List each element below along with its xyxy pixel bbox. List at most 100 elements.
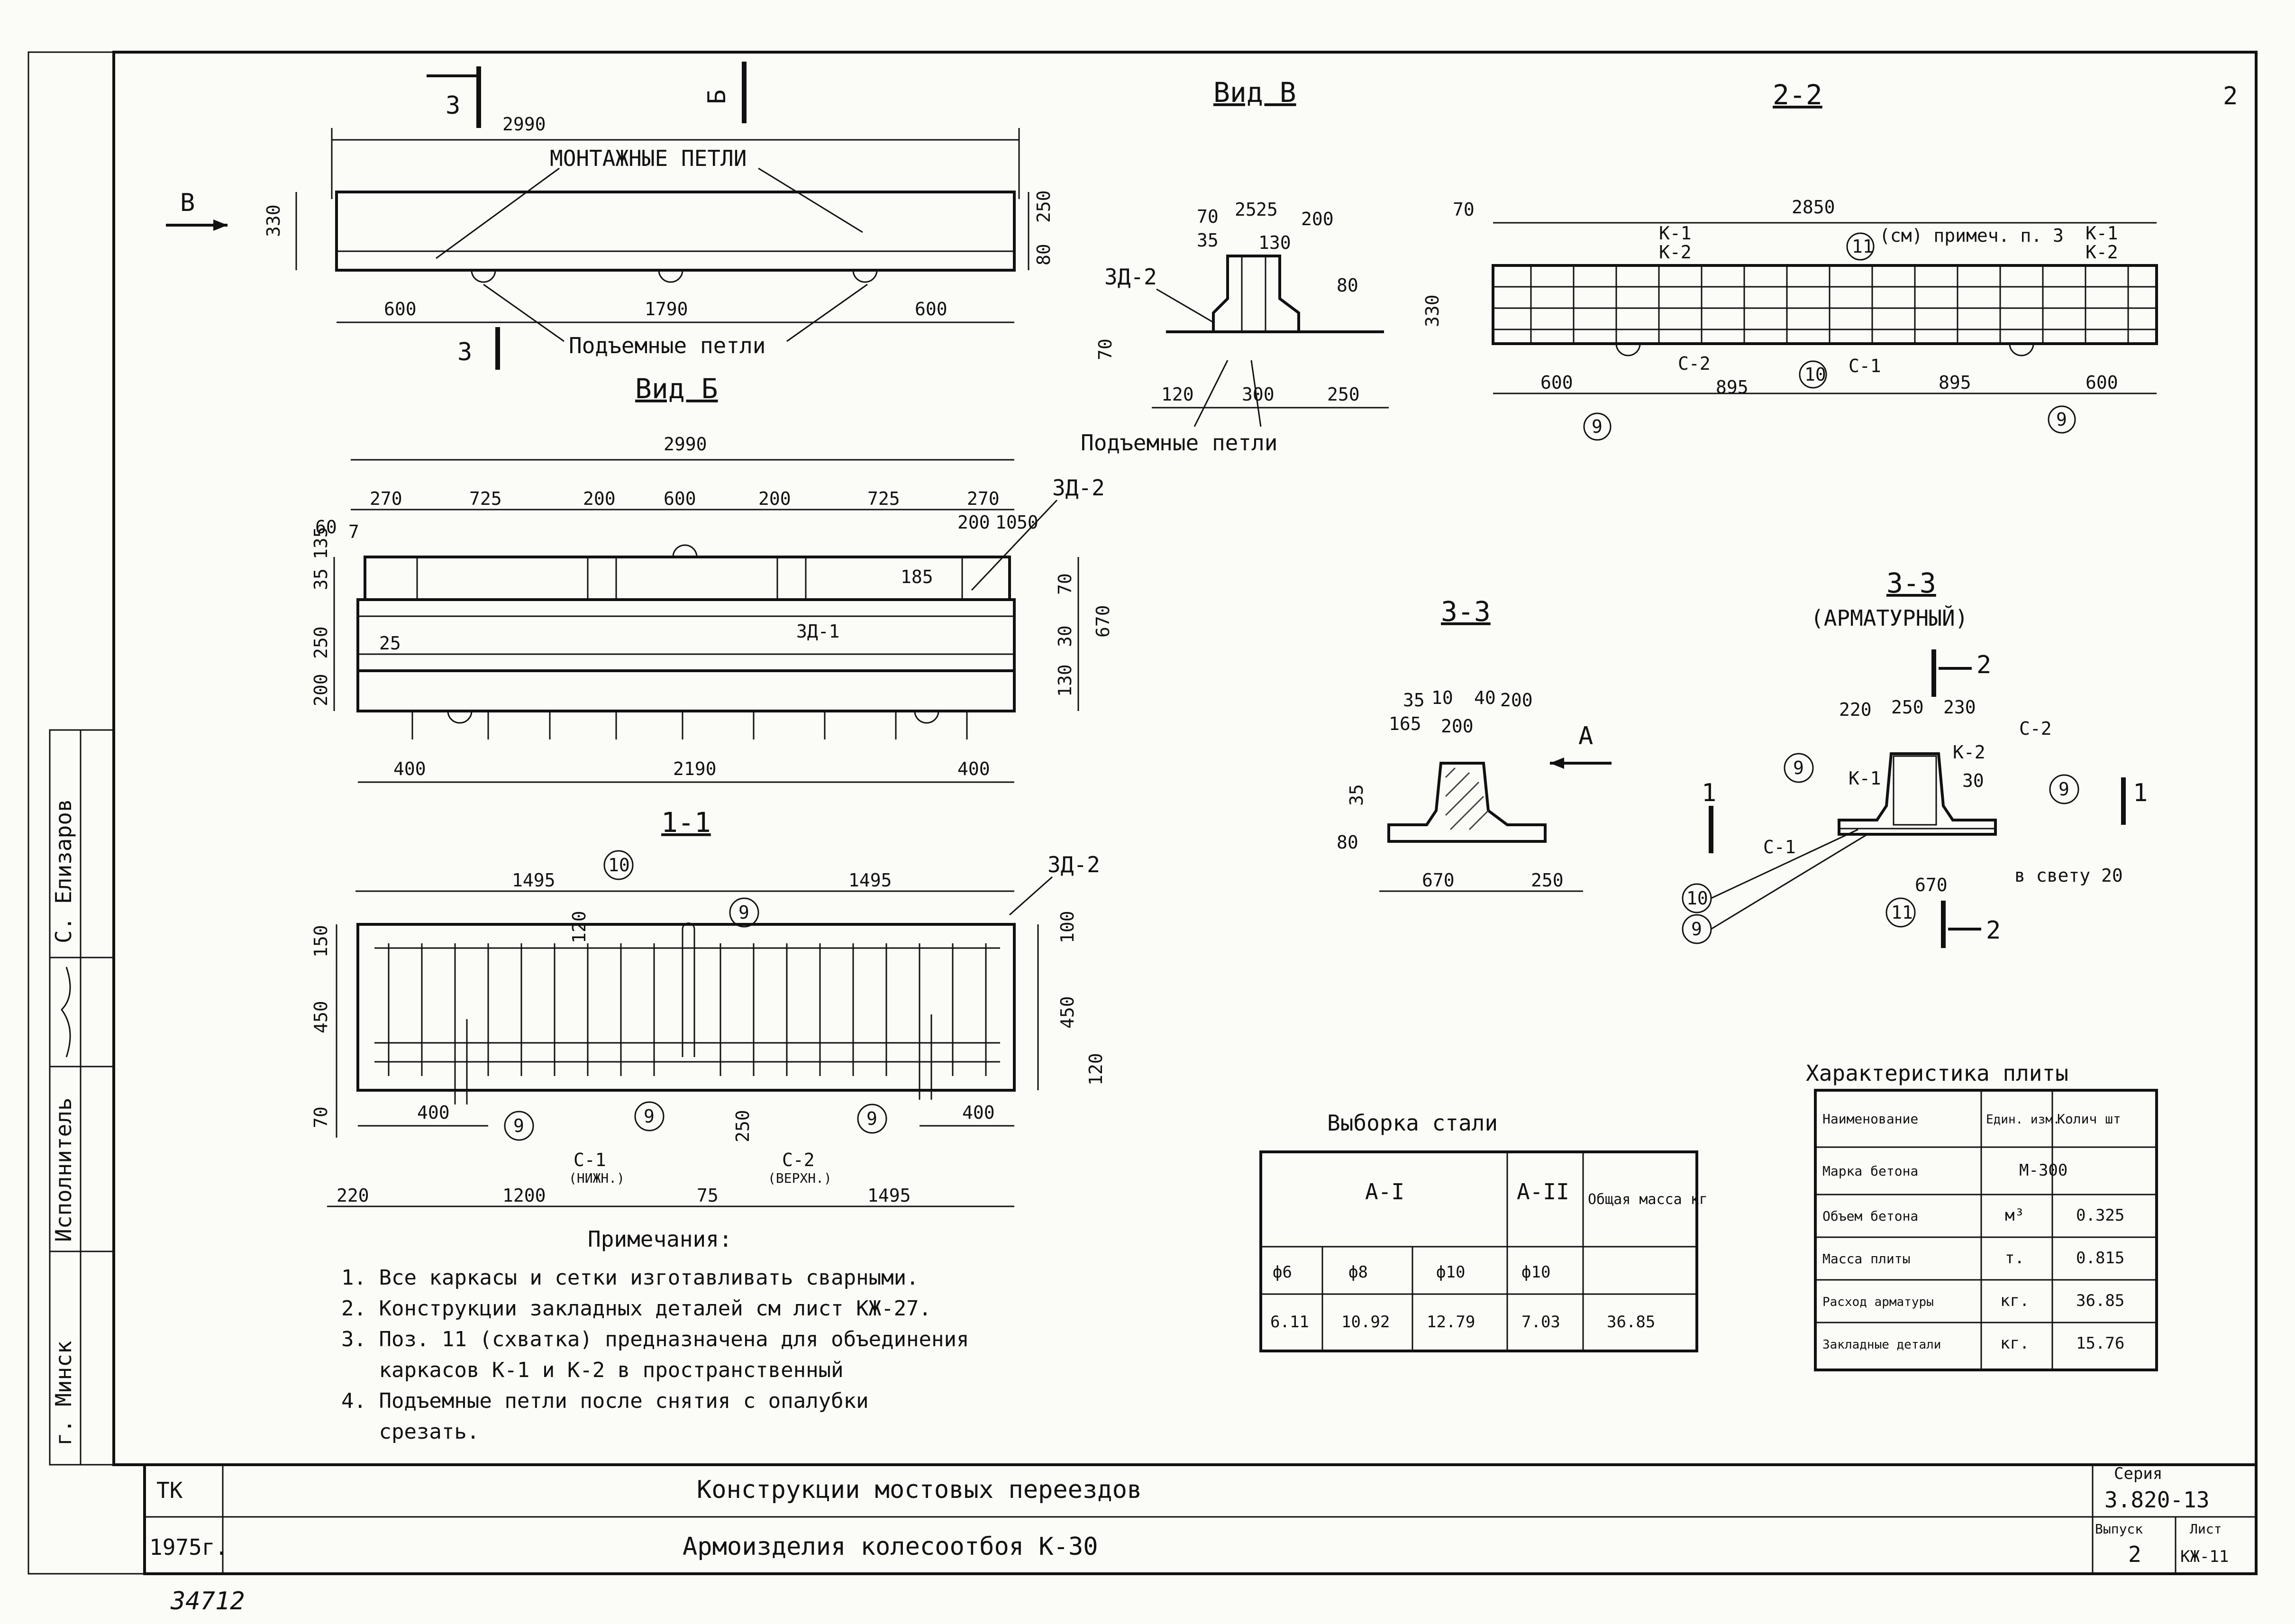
view-v-top-dim-3: 25 [1256,199,1278,220]
char-row-2-value: 0.325 [2076,1206,2124,1225]
view-b-right-dim-2: 30 [1055,625,1075,647]
rebar-inner-dim: 30 [1962,770,1984,791]
section-2-2-callout-9b: 9 [2056,409,2067,430]
section-1-1-callout-top: 10 [608,855,630,876]
char-row-3-name: Масса плиты [1822,1251,1910,1267]
stamp-signature [61,967,71,1058]
section-1-1-mesh-c1-note: (НИЖН.) [569,1170,625,1186]
char-row-4-unit: кг. [2000,1291,2029,1310]
view-v-bottom-dim-2: 300 [1242,384,1275,405]
char-row-2-name: Объем бетона [1822,1208,1918,1224]
section-3-3-bottom-dim-2: 250 [1531,870,1564,891]
notes-block: Примечания: 1. Все каркасы и сетки изгот… [341,1226,969,1444]
title-issue-label: Выпуск [2095,1521,2143,1537]
section-mark-3-top: 3 [446,91,460,120]
char-table: Характеристика плиты Наименование Един. … [1806,1060,2158,1371]
rebar-label-k2: К-2 [1953,742,1985,763]
section-2-2-height: 330 [1422,294,1443,327]
steel-val-3: 12.79 [1427,1313,1475,1332]
view-b-top-dim-2: 725 [469,488,502,509]
section-1-1-left-dim-2: 450 [310,1001,331,1033]
section-3-3-rebar-title: 3-3 [1886,567,1936,599]
label-emb-1: ЗД-1 [796,621,840,642]
rebar-label-c2: С-2 [2019,718,2052,739]
view-b-overall-length: 2990 [664,434,707,455]
view-v-top-dim-1: 70 [1197,206,1219,227]
elevation-bottom-dim-2: 1790 [645,299,688,319]
elevation-right-dim-1: 250 [1033,190,1054,223]
stamp-role: Исполнитель [51,1097,76,1242]
stamp-city: г. Минск [51,1341,76,1446]
view-b-top-dim-6: 725 [867,488,900,509]
char-row-5-value: 15.76 [2076,1334,2124,1353]
section-2-2: 2-2 70 2850 330 К-1 К-2 К-1 К-2 11 (см) … [1422,79,2158,441]
note-2: 2. Конструкции закладных деталей см лист… [341,1296,931,1321]
char-header-qty: Колич шт [2057,1111,2121,1127]
steel-total-header: Общая масса кг [1588,1191,1708,1208]
title-sheet-value: КЖ-11 [2180,1547,2229,1566]
char-row-1-value: М-300 [2019,1161,2067,1180]
section-3-3-profile [1387,762,1547,843]
section-3-3-left-dim-1: 35 [1346,784,1367,806]
view-b-left-dim-5: 25 [379,633,401,654]
steel-val-1: 6.11 [1270,1313,1309,1332]
view-v: Вид В 70 25 25 200 35 130 80 70 ЗД-2 120… [1081,76,1389,456]
steel-dia-3: ф10 [1436,1263,1465,1282]
section-1-1-outline [356,923,1016,1092]
section-1-1: 1-1 10 1495 1495 ЗД-2 150 450 70 100 [310,806,1106,1207]
view-b-right-top-dim-3: 50 [1017,512,1038,533]
section-1-1-mesh-c1: С-1 [574,1150,606,1170]
section-3-3-bottom-dim-1: 670 [1422,870,1455,891]
corner-mark: 2 [2223,82,2238,110]
section-1-1-left-dim-1: 150 [310,925,331,958]
section-3-3-top-dim-4: 200 [1500,690,1533,711]
view-b-base [356,669,1016,712]
view-arrow-v-label: В [180,189,195,217]
view-b-right-top-dim-1: 200 [957,512,990,533]
view-v-emb-label: ЗД-2 [1104,264,1157,290]
title-series-label: Серия [2114,1464,2162,1483]
section-1-1-run-3: 75 [697,1185,719,1206]
section-1-1-top-dim-1: 1495 [512,870,556,891]
elevation-overall-length: 2990 [502,114,546,135]
stamp-name: С. Елизаров [51,799,76,943]
section-1-1-callout-9d: 9 [866,1108,877,1129]
view-b-bottom-dim-2: 2190 [673,758,717,779]
section-1-1-run-4: 1495 [867,1185,911,1206]
section-2-2-mesh-2: С-1 [1849,356,1881,376]
view-v-left-dim: 70 [1095,338,1116,360]
section-2-2-frame-right-2: К-2 [2086,242,2118,263]
section-1-1-inner-dim-2: 250 [732,1110,753,1142]
section-2-2-outline [1492,264,2158,345]
steel-table-title: Выборка стали [1327,1110,1498,1136]
section-1-1-mesh-c2: С-2 [782,1150,815,1170]
view-b-top-dim-1: 270 [370,488,402,509]
char-row-3-unit: т. [2005,1249,2024,1268]
section-1-1-right-dim-2: 450 [1057,996,1078,1029]
view-b-plan: Вид Б 2990 270 725 200 600 200 725 270 2… [310,373,1113,783]
section-2-2-note-callout: (см) примеч. п. 3 [1879,225,2064,246]
steel-dia-4: ф10 [1521,1263,1550,1282]
view-b-right-dim-4: 670 [1093,605,1113,638]
view-v-bottom-dim-1: 120 [1161,384,1194,405]
view-b-inner-dim: 185 [901,566,933,587]
section-2-2-callout-9a: 9 [1592,416,1603,437]
section-marks-top: 3 Б [427,62,747,128]
rebar-clear-note: в свету 20 [2014,865,2123,886]
view-v-bottom-dim-3: 250 [1327,384,1360,405]
title-code: ТК [156,1478,183,1503]
section-2-2-frame-left-1: К-1 [1659,223,1692,244]
section-2-2-bottom-dim-4: 600 [2086,372,2118,393]
char-row-2-unit: м³ [2005,1206,2024,1225]
section-3-3-rebar: 3-3 (АРМАТУРНЫЙ) 2 220 250 230 К-1 К-2 С… [1682,567,2148,948]
section-3-3-left-dim-2: 80 [1337,832,1358,853]
section-1-1-callout-9c: 9 [644,1106,655,1127]
notes-title: Примечания: [588,1226,732,1252]
steel-val-4: 7.03 [1521,1313,1560,1332]
section-3-3-rebar-top-dim-3: 230 [1943,697,1976,718]
char-header-unit: Един. изм. [1986,1113,2060,1127]
elevation-height: 330 [263,204,284,237]
label-emb-2-plan: ЗД-2 [1052,475,1105,501]
rebar-label-k1: К-1 [1849,768,1881,789]
view-b-left-top-dim-1: 60 [315,517,337,538]
